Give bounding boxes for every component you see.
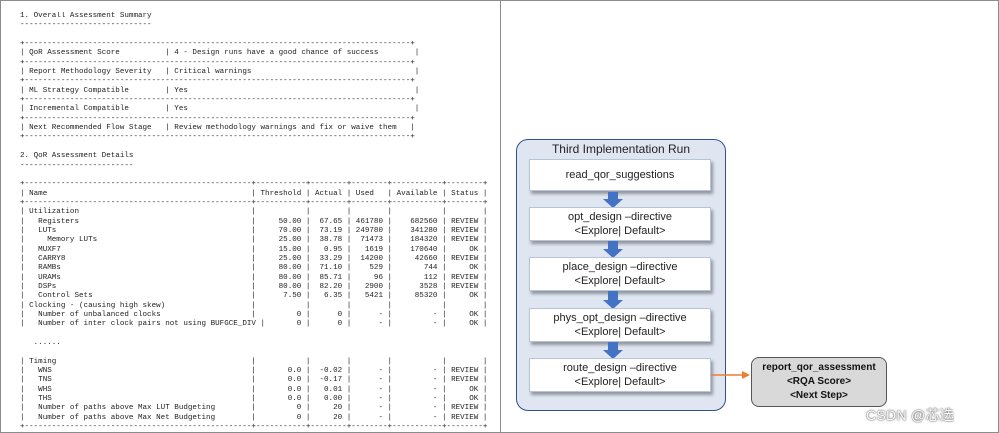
- report-line: +---------------------------------------…: [20, 423, 488, 432]
- report-next-step-output: <Next Step>: [790, 390, 848, 401]
- step-label: read_qor_suggestions: [565, 169, 675, 181]
- report-line: | Number of paths above Max Net Budgetin…: [20, 413, 488, 422]
- step-directive-options: <Explore| Default>: [574, 376, 666, 388]
- report-line: | QoR Assessment Score | 4 - Design runs…: [20, 49, 420, 58]
- report-line: +---------------------------------------…: [20, 198, 488, 207]
- step-phys-opt-design: phys_opt_design –directive <Explore| Def…: [529, 308, 711, 342]
- implementation-run-box: Third Implementation Run read_qor_sugges…: [516, 139, 726, 411]
- step-label: place_design –directive: [562, 261, 678, 273]
- report-line: | Report Methodology Severity | Critical…: [20, 68, 420, 77]
- report-line: 1. Overall Assessment Summary: [20, 12, 152, 20]
- qor-assessment-report-text: 1. Overall Assessment Summary-----------…: [20, 12, 488, 432]
- report-arrow-head: [742, 371, 750, 379]
- report-line: +---------------------------------------…: [20, 58, 415, 67]
- report-line: +---------------------------------------…: [20, 180, 488, 189]
- report-line: | LUTs | 70.00 | 73.19 | 249780 | 341280…: [20, 226, 488, 235]
- report-command: report_qor_assessment: [762, 362, 876, 373]
- report-line: | CARRY8 | 25.00 | 33.29 | 14200 | 42660…: [20, 254, 488, 263]
- report-line: | Clocking - (causing high skew) | | | |…: [20, 301, 488, 310]
- report-line: -----------------------------: [20, 21, 152, 30]
- report-line: | Name | Threshold | Actual | Used | Ava…: [20, 189, 488, 198]
- report-line: | MUXF7 | 15.00 | 0.95 | 1619 | 170640 |…: [20, 245, 488, 254]
- step-label: opt_design –directive: [568, 211, 672, 223]
- report-line: +---------------------------------------…: [20, 114, 415, 123]
- report-score-output: <RQA Score>: [786, 376, 852, 387]
- report-line: +---------------------------------------…: [20, 133, 415, 142]
- report-line: | ML Strategy Compatible | Yes |: [20, 86, 420, 95]
- step-place-design: place_design –directive <Explore| Defaul…: [529, 257, 711, 291]
- report-line: | DSPs | 80.00 | 82.20 | 2900 | 3528 | R…: [20, 282, 488, 291]
- report-line: | Registers | 50.00 | 67.65 | 461780 | 6…: [20, 217, 488, 226]
- report-qor-assessment-box: report_qor_assessment <RQA Score> <Next …: [751, 357, 887, 407]
- report-line: | WNS | 0.0 | -0.02 | - | - | REVIEW |: [20, 367, 488, 376]
- step-route-design: route_design –directive <Explore| Defaul…: [529, 358, 711, 392]
- step-label: phys_opt_design –directive: [553, 312, 687, 324]
- report-line: | Control Sets | 7.50 | 6.35 | 5421 | 85…: [20, 292, 488, 301]
- step-read-qor-suggestions: read_qor_suggestions: [529, 159, 711, 191]
- report-line: | URAMs | 80.00 | 85.71 | 96 | 112 | REV…: [20, 273, 488, 282]
- report-line: | Utilization | | | | | |: [20, 208, 488, 217]
- report-line: | THS | 0.0 | 0.00 | - | - | OK |: [20, 395, 488, 404]
- watermark: CSDN @芯选: [866, 407, 955, 423]
- report-line: 2. QoR Assessment Details: [20, 152, 134, 161]
- step-directive-options: <Explore| Default>: [574, 275, 666, 287]
- report-line: +---------------------------------------…: [20, 77, 415, 86]
- report-line: | RAMBs | 80.00 | 71.10 | 529 | 744 | OK…: [20, 264, 488, 273]
- panel-divider: [500, 0, 501, 433]
- report-line: | WHS | 0.0 | 0.01 | - | - | OK |: [20, 385, 488, 394]
- report-line: | Timing | | | | | |: [20, 357, 488, 366]
- report-line: | Number of inter clock pairs not using …: [20, 320, 488, 329]
- step-label: route_design –directive: [563, 362, 677, 374]
- report-line: | Next Recommended Flow Stage | Review m…: [20, 124, 415, 133]
- report-line: | Number of unbalanced clocks | 0 | 0 | …: [20, 311, 488, 319]
- step-opt-design: opt_design –directive <Explore| Default>: [529, 207, 711, 241]
- step-directive-options: <Explore| Default>: [574, 225, 666, 237]
- report-line: | Incremental Compatible | Yes |: [20, 105, 420, 114]
- run-title: Third Implementation Run: [551, 142, 691, 156]
- report-line: | Memory LUTs | 25.00 | 38.78 | 71473 | …: [20, 236, 488, 245]
- report-line: | Number of paths above Max LUT Budgetin…: [20, 404, 488, 413]
- step-directive-options: <Explore| Default>: [574, 326, 666, 338]
- report-line: -------------------------: [20, 161, 134, 170]
- report-line: | TNS | 0.0 | -0.17 | - | - | REVIEW |: [20, 376, 488, 385]
- report-line: ......: [20, 339, 61, 348]
- report-line: +---------------------------------------…: [20, 96, 415, 105]
- report-line: +---------------------------------------…: [20, 40, 415, 49]
